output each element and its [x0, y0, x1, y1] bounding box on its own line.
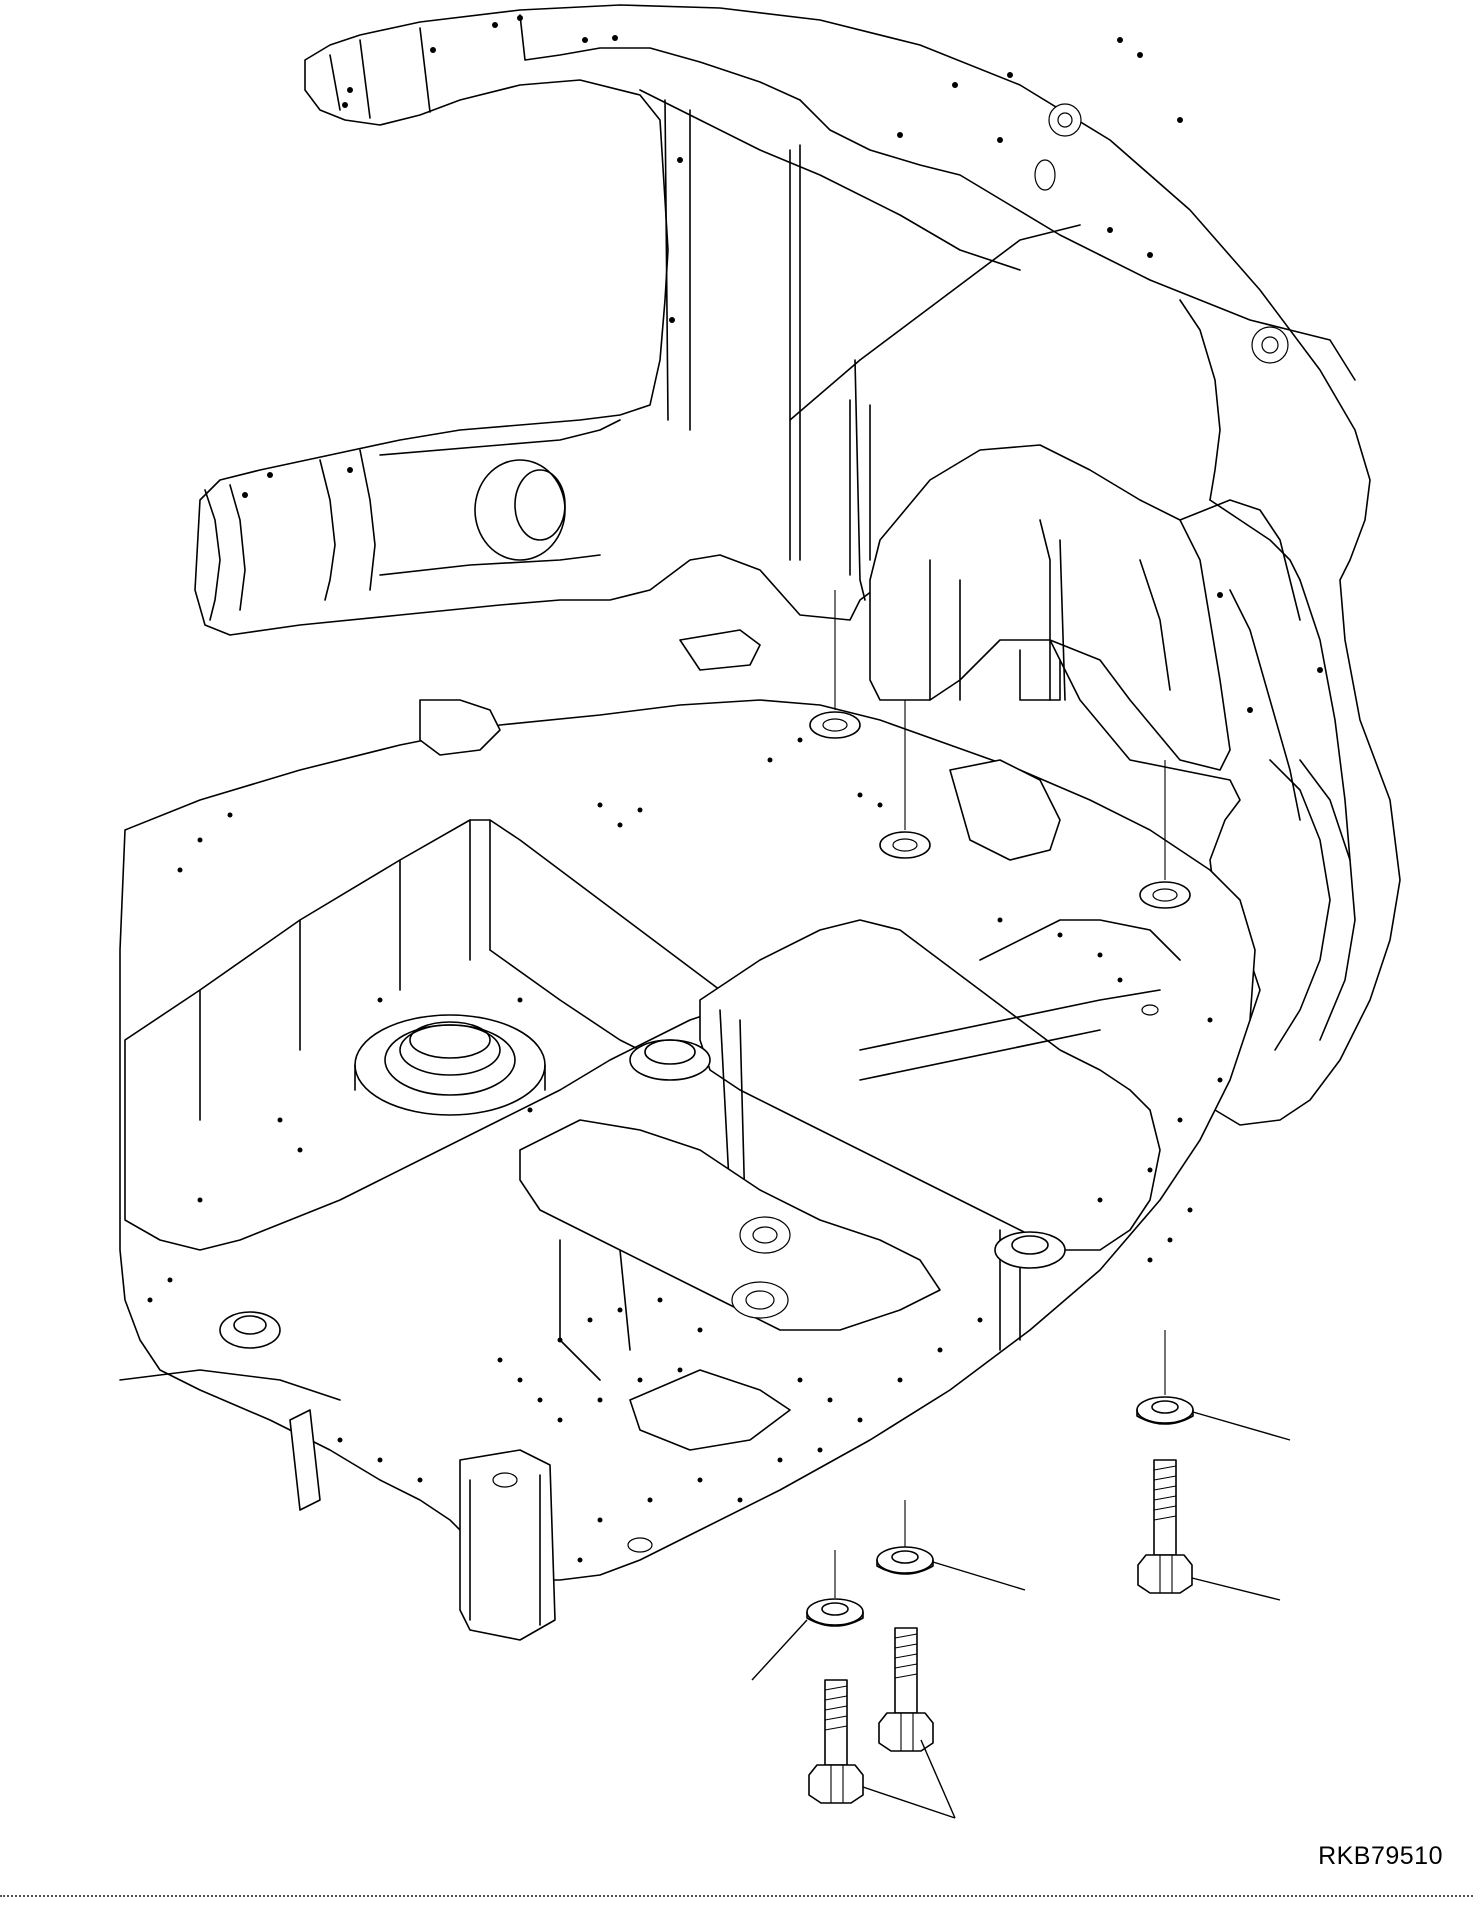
washer-left	[806, 1598, 864, 1627]
centerlines	[834, 590, 1166, 1598]
bottom-dotted-border	[0, 1895, 1473, 1897]
drawing-reference-code: RKB79510	[1318, 1842, 1443, 1870]
leader-lines	[751, 1411, 1291, 1819]
revolving-frame	[119, 629, 1256, 1641]
counterweight	[194, 4, 1401, 1126]
bolt-right	[1137, 1459, 1193, 1594]
bolt-middle	[878, 1627, 934, 1752]
washer-middle	[876, 1546, 934, 1575]
washer-right	[1136, 1396, 1194, 1425]
bolt-left	[808, 1679, 864, 1804]
